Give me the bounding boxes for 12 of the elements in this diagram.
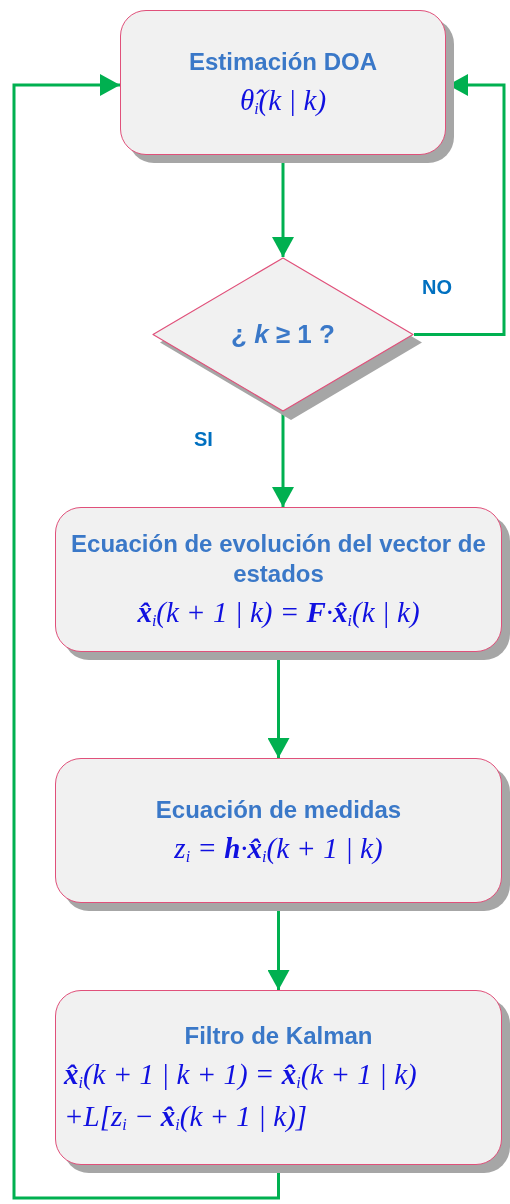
box-heading: Ecuación de medidas [155,794,402,825]
box-heading: Estimación DOA [188,46,377,77]
formula: z$_{i}$ = h·x̂$_{i}$(k + 1 | k) [174,830,383,867]
formula: x̂$_{i}$(k + 1 | k + 1) = x̂$_{i}$(k + 1 | k) [64,1056,417,1093]
connector-arrow [12,74,280,1200]
decision-text: ¿ k ≥ 1 ? [231,318,335,351]
formula: +L[z$_{i}$ − x̂$_{i}$(k + 1 | k)] [64,1098,308,1135]
formula: θ̂$_{i}$(k | k) [239,82,327,119]
formula: x̂$_{i}$(k + 1 | k) = F·x̂$_{i}$(k | k) [137,594,420,631]
connector-arrow [414,74,506,336]
box-heading: Ecuación de evolución del vector de estados [70,528,487,589]
box-heading: Filtro de Kalman [184,1020,373,1051]
